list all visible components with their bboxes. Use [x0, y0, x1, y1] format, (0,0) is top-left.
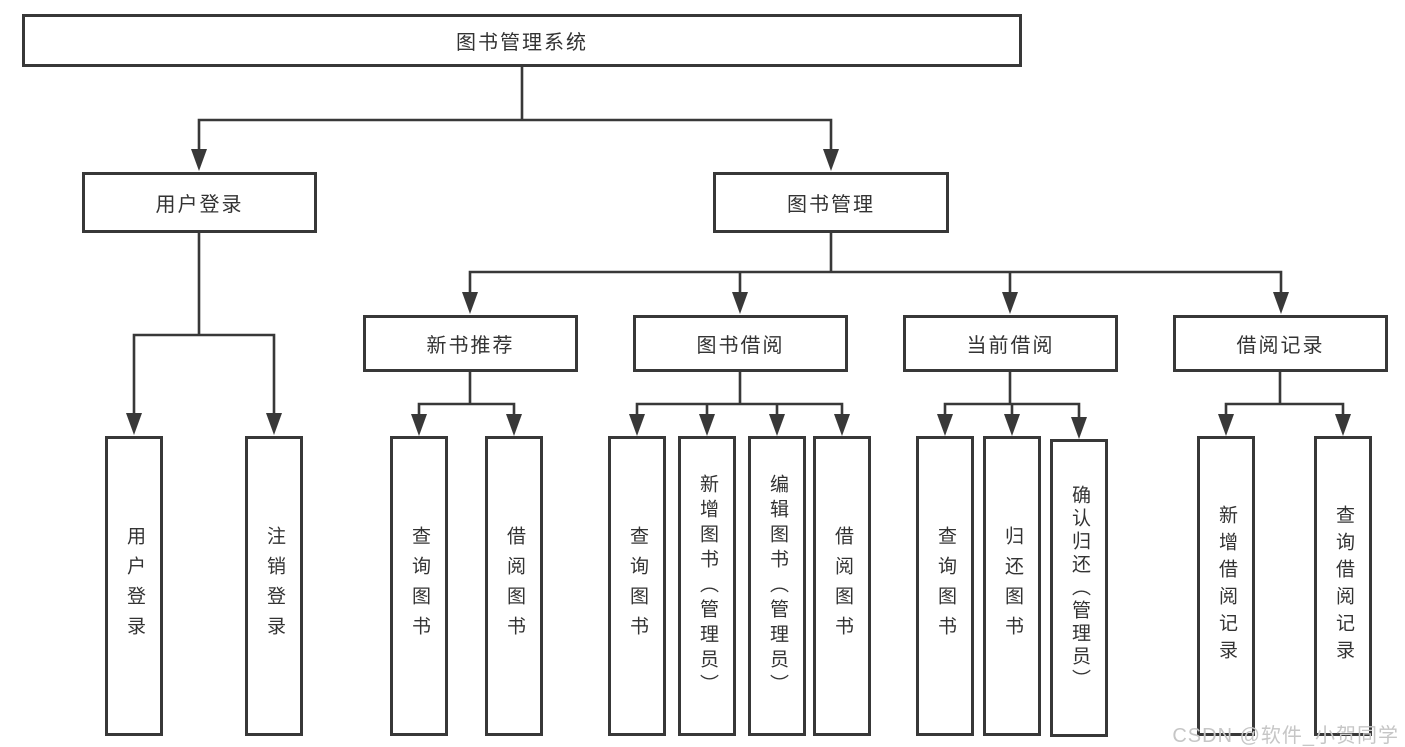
node-borrow-records: 借阅记录: [1173, 315, 1388, 372]
leaf-confirm-return-admin: 确认归还（管理员）: [1050, 439, 1108, 737]
leaf-borrow-books: 借阅图书: [813, 436, 871, 736]
watermark: CSDN @软件_小贺同学: [1172, 725, 1399, 747]
node-new-book-recommend: 新书推荐: [363, 315, 578, 372]
leaf-user-login: 用户登录: [105, 436, 163, 736]
arrow-down-icon: [732, 292, 748, 314]
arrow-down-icon: [1218, 414, 1234, 436]
leaf-query-books-current: 查询图书: [916, 436, 974, 736]
leaf-query-books-recommend: 查询图书: [390, 436, 448, 736]
arrow-down-icon: [191, 149, 207, 171]
leaf-query-borrow-record: 查询借阅记录: [1314, 436, 1372, 736]
arrow-down-icon: [1002, 292, 1018, 314]
node-user-login: 用户登录: [82, 172, 317, 233]
arrow-down-icon: [937, 414, 953, 436]
arrow-down-icon: [462, 292, 478, 314]
arrow-down-icon: [1004, 414, 1020, 436]
leaf-logout: 注销登录: [245, 436, 303, 736]
leaf-add-book-admin: 新增图书（管理员）: [678, 436, 736, 736]
arrow-down-icon: [699, 414, 715, 436]
node-root: 图书管理系统: [22, 14, 1022, 67]
leaf-add-borrow-record: 新增借阅记录: [1197, 436, 1255, 736]
arrow-down-icon: [411, 414, 427, 436]
arrow-down-icon: [1071, 417, 1087, 439]
tree-edges: [132, 65, 1345, 425]
arrow-down-icon: [1273, 292, 1289, 314]
leaf-edit-book-admin: 编辑图书（管理员）: [748, 436, 806, 736]
arrow-down-icon: [823, 149, 839, 171]
node-current-borrow: 当前借阅: [903, 315, 1118, 372]
leaf-return-book: 归还图书: [983, 436, 1041, 736]
arrow-down-icon: [834, 414, 850, 436]
arrow-down-icon: [506, 414, 522, 436]
arrow-down-icon: [266, 413, 282, 435]
arrow-down-icon: [629, 414, 645, 436]
node-book-borrow: 图书借阅: [633, 315, 848, 372]
arrow-down-icon: [1335, 414, 1351, 436]
arrow-down-icon: [126, 413, 142, 435]
arrow-down-icon: [769, 414, 785, 436]
arrowheads: [126, 149, 1351, 439]
leaf-query-books-borrow: 查询图书: [608, 436, 666, 736]
leaf-borrow-books-recommend: 借阅图书: [485, 436, 543, 736]
node-book-management: 图书管理: [713, 172, 949, 233]
